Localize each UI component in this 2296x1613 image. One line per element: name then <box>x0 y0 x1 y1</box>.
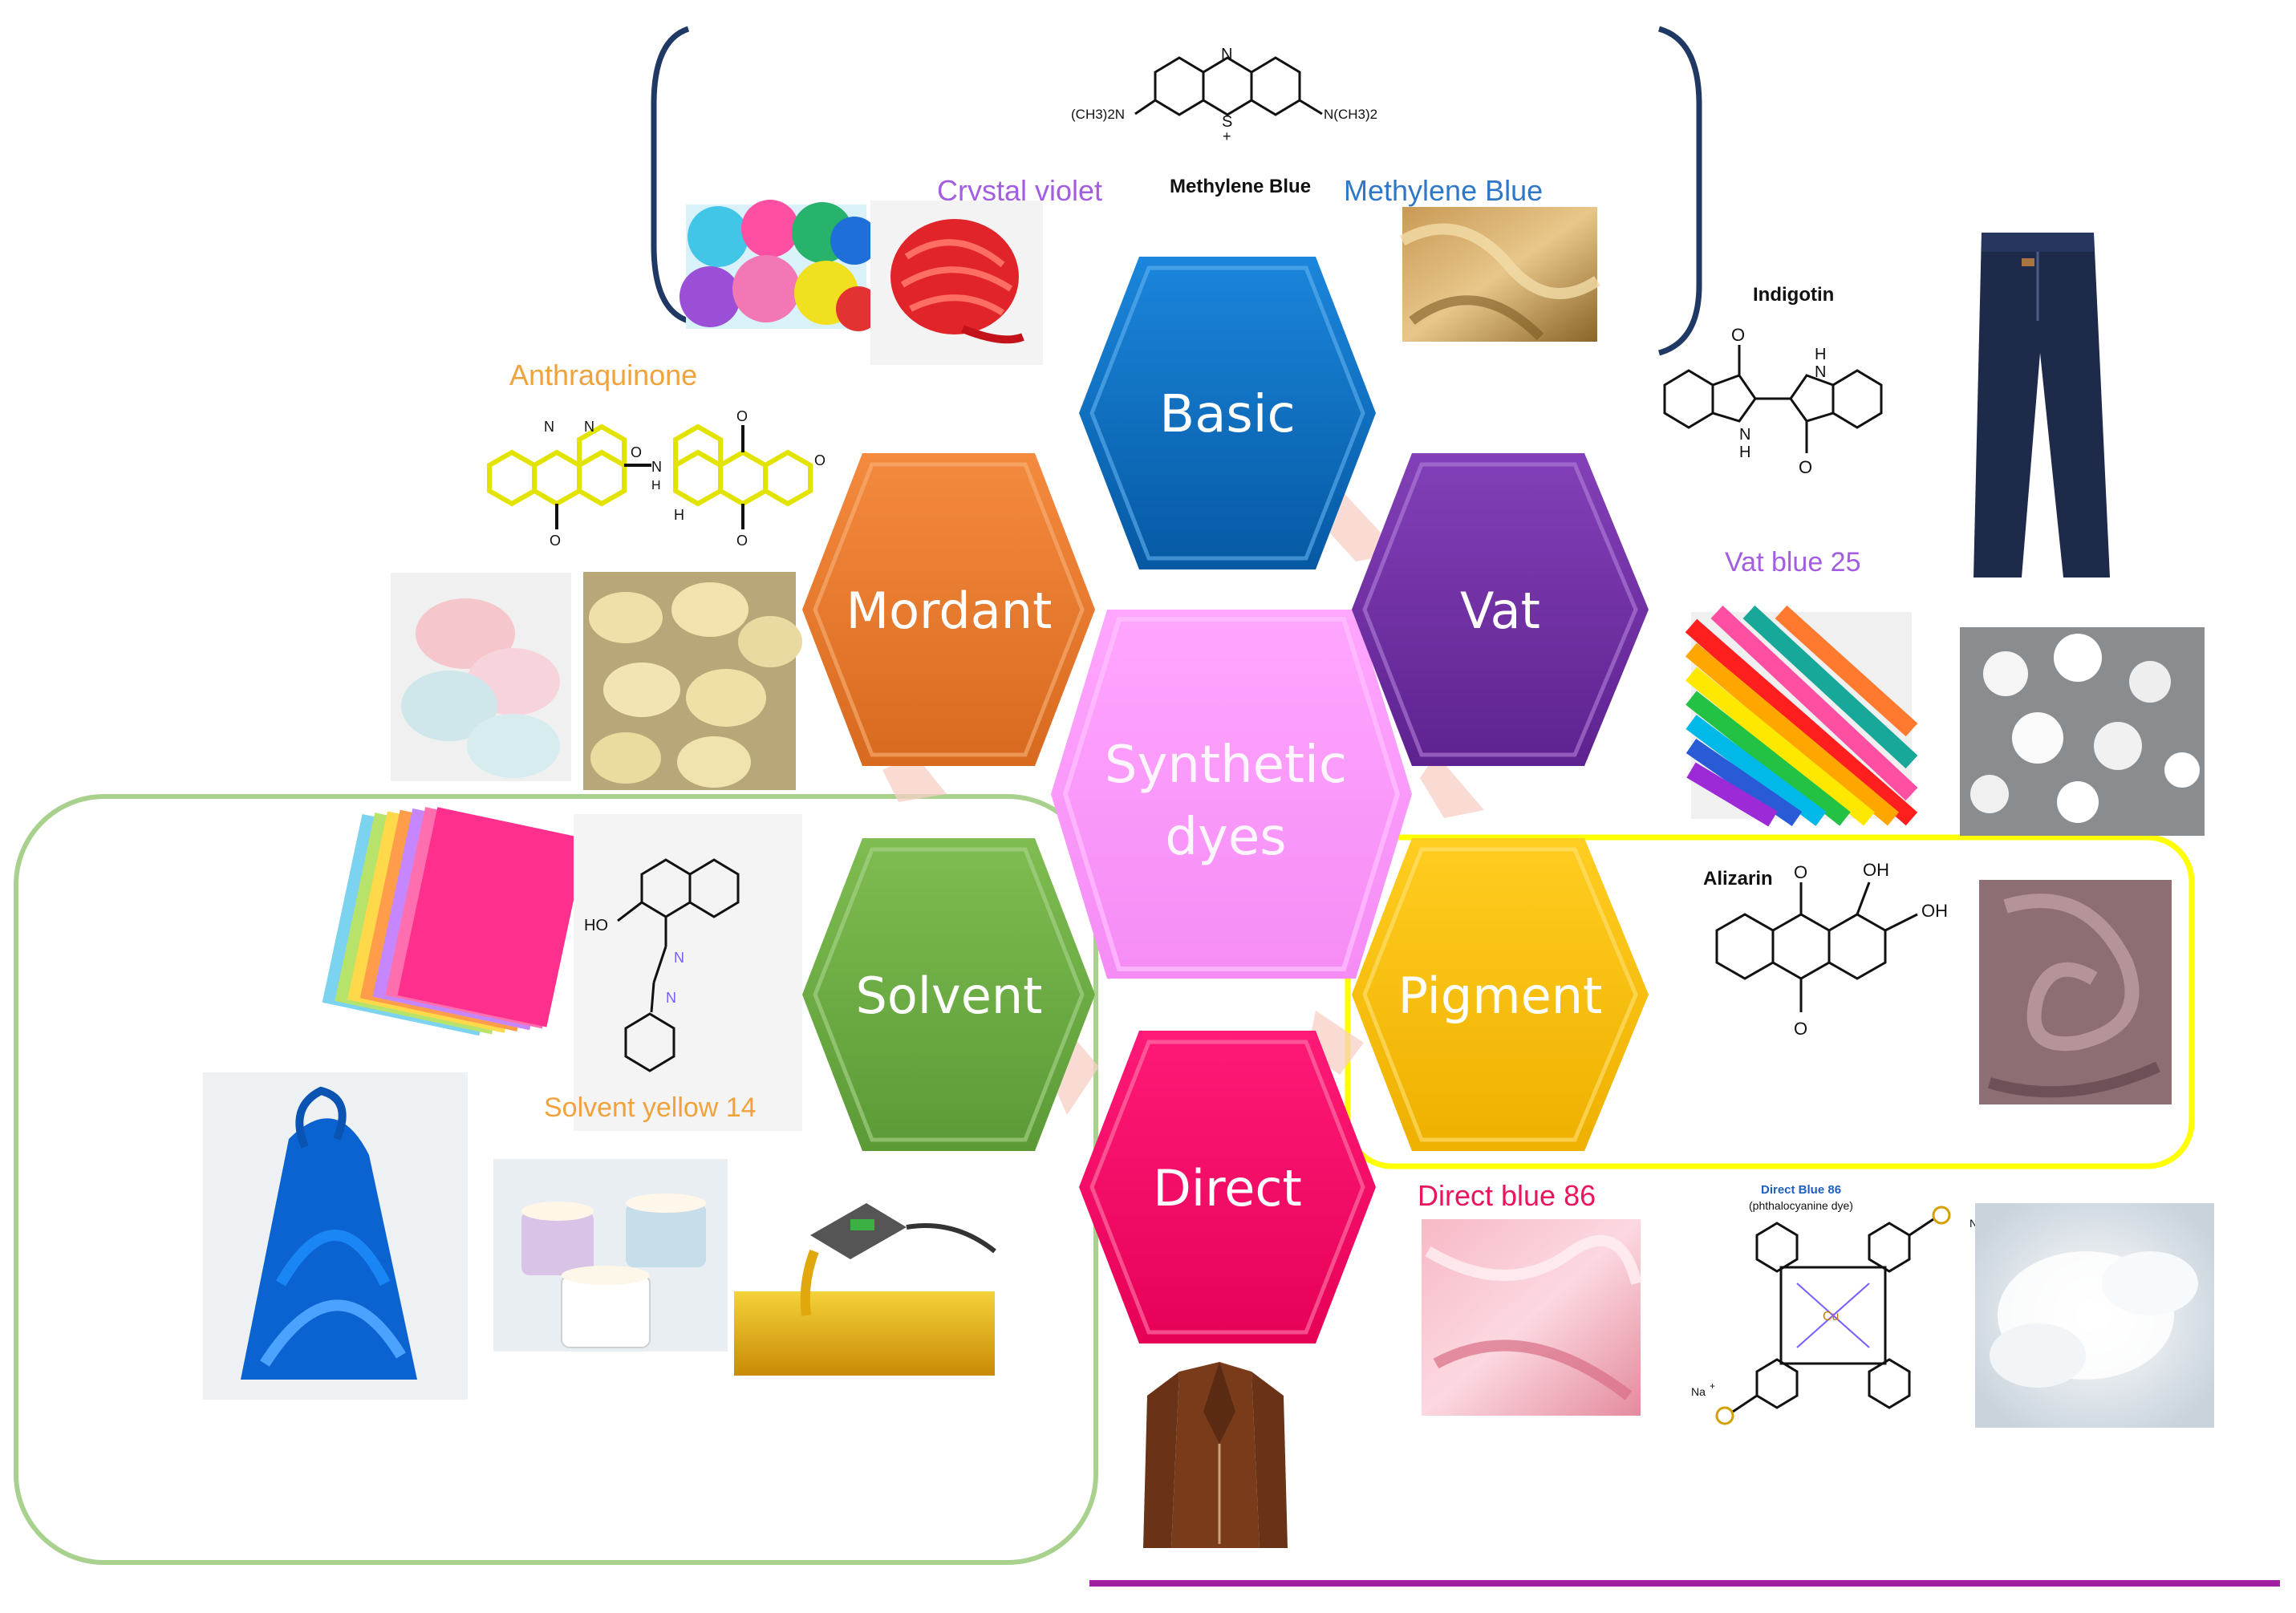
jeans-image <box>1974 233 2110 578</box>
al-o1-label: O <box>1794 862 1807 882</box>
vat-blue-label: Vat blue 25 <box>1725 547 1861 578</box>
hex-vat-label: Vat <box>1460 582 1540 640</box>
red-wool-image <box>870 201 1043 365</box>
mb-n-label: N <box>1221 46 1232 63</box>
leather-jacket-image <box>1143 1362 1288 1548</box>
hex-synthetic-dyes[interactable]: Synthetic dyes <box>1051 610 1412 979</box>
mb-s-label: S <box>1222 113 1232 131</box>
direct-blue-label: Direct blue 86 <box>1418 1179 1596 1212</box>
aq-o3: O <box>736 533 748 549</box>
indigo-n-top: N <box>1815 363 1826 381</box>
al-o2-label: O <box>1794 1019 1807 1039</box>
db-cu-label: Cu <box>1823 1310 1839 1323</box>
sy-n2-label: N <box>666 990 676 1006</box>
mb-plus-label: + <box>1223 128 1231 144</box>
solvent-yellow-label: Solvent yellow 14 <box>544 1092 757 1123</box>
db-sub-label: (phthalocyanine dye) <box>1749 1199 1853 1212</box>
hex-direct-label: Direct <box>1153 1159 1302 1218</box>
white-fiber-image <box>1975 1203 2214 1428</box>
aq-h: H <box>651 479 661 492</box>
hex-mordant-label: Mordant <box>846 582 1053 640</box>
hex-pigment-label: Pigment <box>1398 967 1603 1025</box>
mauve-fabric-image <box>1979 880 2172 1104</box>
indigo-o-bottom: O <box>1799 457 1812 477</box>
aq-o4: O <box>814 452 826 468</box>
aq-h-amide: H <box>674 507 684 523</box>
indigo-h-top: H <box>1815 346 1826 363</box>
pastel-wool-skeins-image <box>391 573 571 781</box>
yarn-balls-image <box>679 200 881 331</box>
alizarin-label: Alizarin <box>1703 868 1773 890</box>
aq-o-amide: O <box>631 444 642 460</box>
left-bracket <box>651 26 690 324</box>
indigotin-structure: O O H N N H <box>1663 325 1883 477</box>
colorful-fabrics-image <box>1685 605 1918 827</box>
indigo-o-top: O <box>1731 325 1745 345</box>
db-na2-label: Na <box>1691 1385 1706 1398</box>
aq-o1: O <box>550 533 561 549</box>
direct-blue-86-structure: Direct Blue 86 (phthalocyanine dye) Cu N… <box>1691 1183 1994 1425</box>
anthraquinone-structure: N N O N H O O O O H <box>487 408 826 549</box>
indigo-h-bottom: H <box>1739 444 1750 461</box>
right-bracket <box>1657 26 1702 356</box>
aq-o2: O <box>736 408 748 424</box>
indigotin-label: Indigotin <box>1753 284 1834 306</box>
methylene-blue-structure-title: Methylene Blue <box>1170 176 1311 197</box>
silk-cocoons-image <box>583 572 802 790</box>
mb-right-label: N(CH3)2 <box>1324 107 1377 122</box>
methylene-blue-label: Methylene Blue <box>1344 174 1543 207</box>
al-oh1-label: OH <box>1863 860 1889 880</box>
db-title-label: Direct Blue 86 <box>1761 1183 1841 1197</box>
hex-pigment[interactable]: Pigment <box>1352 838 1649 1151</box>
al-oh2-label: OH <box>1921 901 1948 921</box>
db-plus2-label: + <box>1710 1380 1715 1392</box>
pigment-group-frame <box>1345 834 2195 1169</box>
hex-basic[interactable]: Basic <box>1079 257 1376 569</box>
fuel-nozzle-image <box>734 1203 996 1376</box>
gold-satin-image <box>1399 207 1600 342</box>
mb-left-label: (CH3)2N <box>1071 107 1125 122</box>
hex-direct[interactable]: Direct <box>1079 1031 1376 1343</box>
methylene-blue-structure: N S + (CH3)2N N(CH3)2 <box>1071 46 1377 144</box>
hex-solvent[interactable]: Solvent <box>802 838 1095 1151</box>
hex-synthetic-label-2: dyes <box>1165 808 1286 867</box>
colored-papers-image <box>322 807 587 1036</box>
anthraquinone-label: Anthraquinone <box>509 359 697 391</box>
hex-basic-label: Basic <box>1159 385 1295 444</box>
blue-plastic-bags-image <box>203 1072 468 1400</box>
solvent-yellow-14-structure: HO N N <box>574 814 802 1131</box>
sy-ho-label: HO <box>584 917 608 934</box>
indigo-n-bottom: N <box>1739 426 1750 444</box>
aq-nh: N <box>651 459 662 475</box>
hex-synthetic-label-1: Synthetic <box>1105 736 1347 795</box>
sy-n1-label: N <box>674 950 684 966</box>
pink-silk-image <box>1422 1219 1642 1416</box>
hex-mordant[interactable]: Mordant <box>802 453 1095 766</box>
cotton-plant-image <box>1960 627 2205 836</box>
hex-solvent-label: Solvent <box>856 967 1043 1025</box>
aq-n2: N <box>584 419 594 435</box>
aq-n1: N <box>544 419 554 435</box>
hex-vat[interactable]: Vat <box>1352 453 1649 766</box>
cosmetic-cream-jars-image <box>493 1159 728 1352</box>
alizarin-structure: O O OH OH <box>1715 860 1948 1039</box>
